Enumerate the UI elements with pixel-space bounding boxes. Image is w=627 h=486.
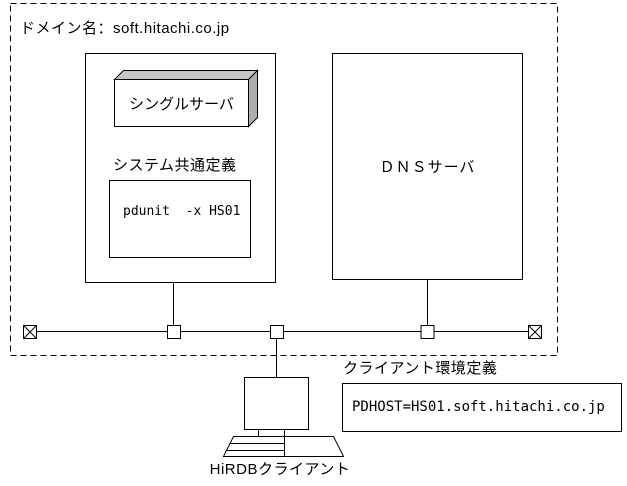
domain-name-label: ドメイン名：soft.hitachi.co.jp [20,20,230,37]
network-terminator-right-icon [528,325,542,339]
system-definition-title: システム共通定義 [113,157,237,174]
network-tap-dns-icon [420,325,435,339]
single-server-3d-front-face [114,79,249,127]
client-env-box [342,383,622,432]
client-env-code: PDHOST=HS01.soft.hitachi.co.jp [352,399,605,415]
domain-boundary [10,3,558,356]
system-definition-box [109,180,251,258]
system-definition-code: pdunit -x HS01 [123,204,241,219]
single-server-3d-side-face [248,69,258,128]
client-env-title: クライアント環境定義 [343,360,498,377]
network-terminator-left-icon [23,325,37,339]
workstation-keyboard-icon [222,436,345,457]
single-server-label: シングルサーバ [129,95,234,113]
network-tap-client-icon [270,325,284,339]
workstation-monitor-icon [244,377,309,430]
dns-server-label: ＤＮＳサーバ [379,158,476,176]
hirdb-client-label: HiRDBクライアント [209,461,351,478]
dns-server-box [332,53,523,280]
workstation-icon [222,377,345,457]
network-tap-server-icon [167,325,181,339]
